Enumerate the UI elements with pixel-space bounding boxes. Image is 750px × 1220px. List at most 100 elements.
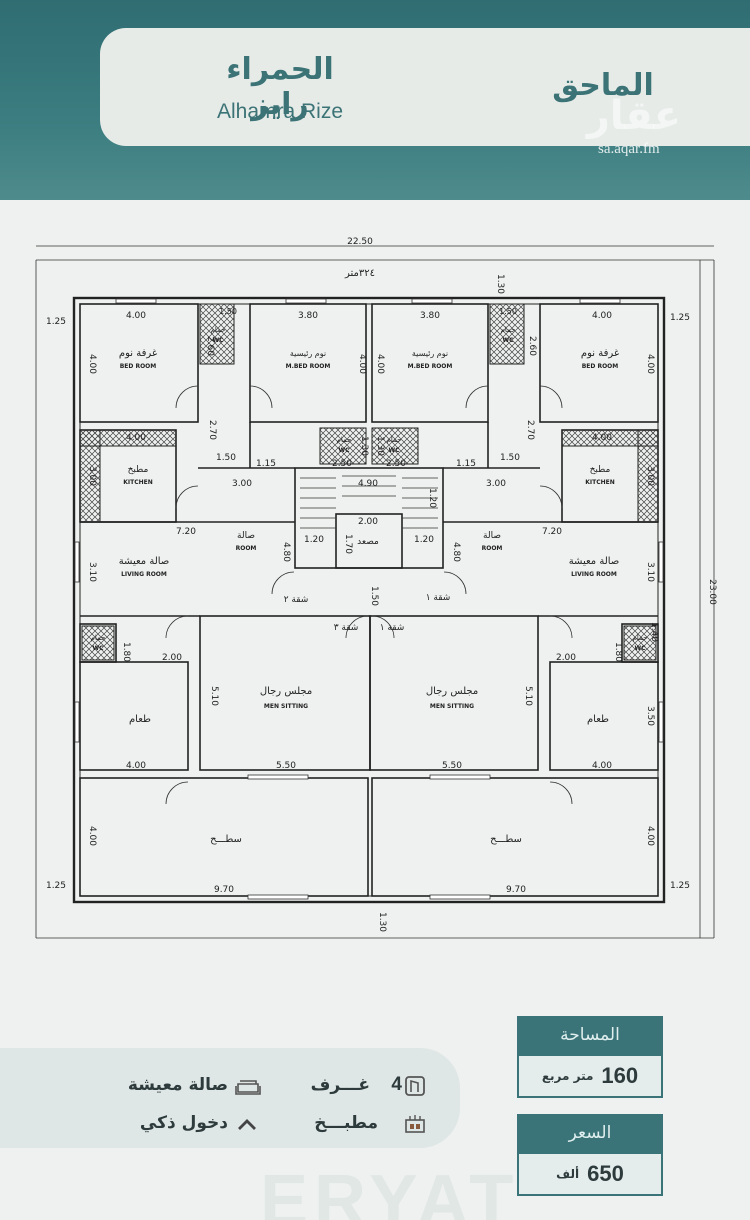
label-dining-r: طعام: [587, 714, 609, 725]
dim-wc-l: 2.60: [205, 336, 215, 356]
label-living-r-en: LIVING ROOM: [571, 571, 617, 578]
dim-wc-w-r: 1.50: [499, 307, 517, 316]
area-value-box: متر مربع 160: [517, 1054, 663, 1098]
dim-master-r-h: 4.00: [375, 354, 385, 374]
label-hall-r-en: ROOM: [482, 545, 503, 552]
dim-dining-400-l: 4.00: [126, 761, 146, 771]
area-value: 160: [601, 1063, 639, 1088]
dim-roof-400-l: 4.00: [87, 826, 97, 846]
label-master-l-en: M.BED ROOM: [286, 363, 331, 370]
rooms-label: غـــرف: [310, 1075, 370, 1095]
dim-corr-r: 2.70: [525, 420, 535, 440]
header-card: [100, 28, 750, 146]
kitchen-label: مطبـــخ: [314, 1113, 378, 1133]
label-kitchen-r-en: KITCHEN: [585, 479, 615, 486]
kitchen-icon: [405, 1115, 425, 1133]
dim-kitchen-l: 4.00: [126, 433, 146, 443]
dim-master-l: 3.80: [298, 311, 318, 321]
dim-living-l-h: 3.10: [87, 562, 97, 582]
dim-120-r: 1.20: [414, 535, 434, 545]
dim-top-130: 1.30: [495, 274, 505, 294]
dim-majlis-550-l: 5.50: [276, 761, 296, 771]
label-master-r-en: M.BED ROOM: [408, 363, 453, 370]
label-bedroom-r-ar: غرفة نوم: [581, 348, 619, 359]
dim-250-r: 2.50: [386, 459, 406, 469]
dim-bed-l-h: 4.00: [87, 354, 97, 374]
price-unit: ألف: [556, 1167, 580, 1181]
chevron-up-icon: [238, 1119, 256, 1130]
label-bath-r: حمام: [501, 326, 516, 334]
label-majlis-l-ar: مجلس رجال: [260, 686, 312, 697]
dim-elev-170: 1.70: [343, 534, 353, 554]
dim-kitchen-r-h: 3.00: [645, 466, 655, 486]
dim-outer-height: 23.00: [707, 579, 717, 605]
dim-115-l: 1.15: [256, 459, 276, 469]
label-living-l-en: LIVING ROOM: [121, 571, 167, 578]
label-roof-r: سطـــح: [490, 834, 522, 845]
aqar-logo: عقار: [586, 93, 682, 139]
dim-480-r: 4.80: [451, 542, 461, 562]
label-kitchen-l-ar: مطبخ: [128, 465, 149, 475]
label-master-l-ar: نوم رئيسية: [290, 349, 326, 358]
dim-120-l: 1.20: [304, 535, 324, 545]
label-dining-l: طعام: [129, 714, 151, 725]
project-name-en: Alhamra Rize: [216, 100, 344, 123]
dim-bed-r-h: 4.00: [645, 354, 655, 374]
dim-wc-180-r: 1.80: [613, 642, 623, 662]
area-label: المساحة: [517, 1016, 663, 1054]
dim-150-core: 1.50: [369, 586, 379, 606]
label-wc-sl: WC: [92, 645, 104, 652]
dim-roof-970-r: 9.70: [506, 885, 526, 895]
rooms-icon: [405, 1076, 425, 1096]
dim-left-125b: 1.25: [46, 881, 66, 891]
label-bath-l: حمام: [211, 326, 226, 334]
dim-dining-400-r: 4.00: [592, 761, 612, 771]
dim-480-l: 4.80: [281, 542, 291, 562]
label-apt2: شقة ٢: [284, 595, 309, 605]
dim-200-l: 2.00: [162, 653, 182, 663]
label-majlis-r-ar: مجلس رجال: [426, 686, 478, 697]
label-wc-sr: WC: [634, 645, 646, 652]
dim-roof-400-r: 4.00: [645, 826, 655, 846]
rooms-count: 4: [391, 1074, 402, 1095]
label-wc-cr: WC: [388, 447, 400, 454]
dim-300-l: 3.00: [232, 479, 252, 489]
dim-majlis-510-l: 5.10: [209, 686, 219, 706]
features-panel: [0, 1048, 460, 1148]
label-bath-cr: حمام: [387, 436, 402, 444]
dim-bottom-130: 1.30: [377, 912, 387, 932]
dim-majlis-510-r: 5.10: [523, 686, 533, 706]
price-value: 650: [587, 1161, 624, 1186]
dim-right-125b: 1.25: [670, 881, 690, 891]
living-label: صالة معيشة: [127, 1075, 228, 1095]
label-elevator: مصعد: [357, 537, 379, 547]
label-master-r-ar: نوم رئيسية: [412, 349, 448, 358]
dim-wc-180-l: 1.80: [121, 642, 131, 662]
dim-majlis-550-r: 5.50: [442, 761, 462, 771]
smart-entry-label: دخول ذكي: [139, 1113, 228, 1133]
price-label: السعر: [517, 1114, 663, 1152]
label-wc-r: WC: [502, 337, 514, 344]
label-majlis-l-en: MEN SITTING: [264, 703, 308, 710]
dim-200-r: 2.00: [556, 653, 576, 663]
floor-plan: 22.50 23.00 ٣٢٤متر 1.30 1.30 1.25 1.25 1…: [20, 232, 732, 952]
dim-720-r: 7.20: [542, 527, 562, 537]
label-apt1: شقة ١: [380, 623, 405, 633]
dim-bed-l: 4.00: [126, 311, 146, 321]
label-majlis-r-en: MEN SITTING: [430, 703, 474, 710]
area-unit: متر مربع: [541, 1069, 594, 1083]
dim-right-125: 1.25: [670, 313, 690, 323]
aqar-url: sa.aqar.fm: [598, 141, 660, 157]
label-bedroom-l-ar: غرفة نوم: [119, 348, 157, 359]
dim-wc-140-r: 1.40: [649, 622, 659, 642]
dim-left-125: 1.25: [46, 317, 66, 327]
dim-150-r: 1.50: [500, 453, 520, 463]
dim-115-r: 1.15: [456, 459, 476, 469]
project-name-ar: الحمراء رايز: [226, 52, 334, 122]
dim-wc-w-l: 1.50: [219, 307, 237, 316]
dim-elev-200: 2.00: [358, 517, 378, 527]
label-wc-cl: WC: [338, 447, 350, 454]
label-bedroom-l-en: BED ROOM: [120, 363, 157, 370]
dim-720-l: 7.20: [176, 527, 196, 537]
dim-dining-350-r: 3.50: [645, 706, 655, 726]
